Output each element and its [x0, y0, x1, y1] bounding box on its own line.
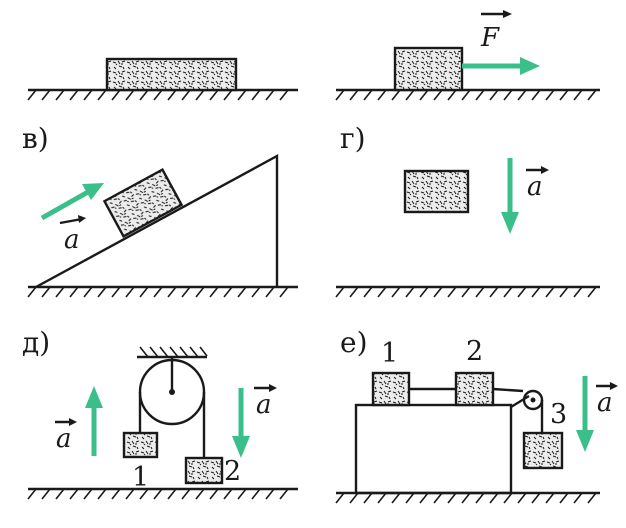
acceleration-down-label: a: [256, 390, 272, 420]
ground-hatching: [335, 492, 597, 504]
ground-hatching: [27, 488, 289, 500]
pulley-axle: [169, 389, 175, 395]
block-1: [371, 371, 411, 407]
acceleration-label: a: [527, 172, 543, 202]
panel-g: г) a: [335, 122, 600, 298]
panel-label-d: д): [22, 326, 50, 359]
weight-2-number: 2: [224, 456, 241, 487]
acceleration-down-arrowhead: [232, 436, 250, 458]
weight-1: [122, 431, 159, 459]
panel-d: д) 1 2 a a: [22, 326, 298, 500]
panel-v: в) a: [22, 122, 298, 298]
acceleration-label: a: [597, 388, 613, 418]
ground-hatching: [27, 89, 289, 101]
ceiling-hatching: [139, 346, 208, 358]
acceleration-down-vector-bar-head: [269, 384, 277, 392]
block: [102, 168, 184, 238]
acceleration-up-label: a: [56, 424, 72, 454]
acceleration-arrowhead: [82, 183, 104, 200]
force-label: F: [480, 23, 500, 53]
ground-hatching: [335, 89, 597, 101]
block: [403, 169, 470, 214]
block-2: [454, 371, 495, 407]
block: [105, 57, 238, 92]
acceleration-arrowhead: [501, 212, 519, 234]
force-arrowhead: [520, 57, 540, 75]
pulley-axle: [530, 397, 536, 403]
block-3-number: 3: [550, 399, 567, 430]
table: [354, 403, 513, 495]
block-1-number: 1: [381, 338, 398, 369]
panel-label-e: е): [340, 326, 368, 359]
incline: [35, 153, 279, 289]
block-2-number: 2: [466, 336, 483, 367]
block: [393, 46, 464, 92]
panel-e: е) 1 2 3 a: [335, 326, 618, 504]
acceleration-up-arrowhead: [85, 386, 103, 408]
weight-1-number: 1: [132, 462, 149, 493]
block-3: [522, 431, 564, 470]
acceleration-vector-bar: [59, 217, 83, 225]
acceleration-vector-bar-head: [541, 166, 549, 174]
pulley-bracket: [510, 394, 530, 409]
string-2-pulley: [492, 387, 524, 393]
acceleration-up-vector-bar-head: [69, 418, 77, 426]
acceleration-arrowhead: [576, 430, 594, 452]
force-vector-bar-head: [503, 10, 512, 18]
acceleration-arrow: [40, 189, 90, 221]
ground-hatching: [335, 286, 597, 298]
acceleration-vector-bar-head: [610, 382, 618, 390]
panel-label-v: в): [22, 122, 49, 155]
acceleration-label: a: [64, 225, 80, 255]
panel-a: [27, 57, 298, 101]
weight-2: [184, 456, 224, 485]
ground-hatching: [27, 286, 289, 298]
panel-label-g: г): [340, 122, 366, 155]
panel-b: F: [335, 10, 600, 101]
acceleration-vector-bar-head: [78, 215, 86, 223]
